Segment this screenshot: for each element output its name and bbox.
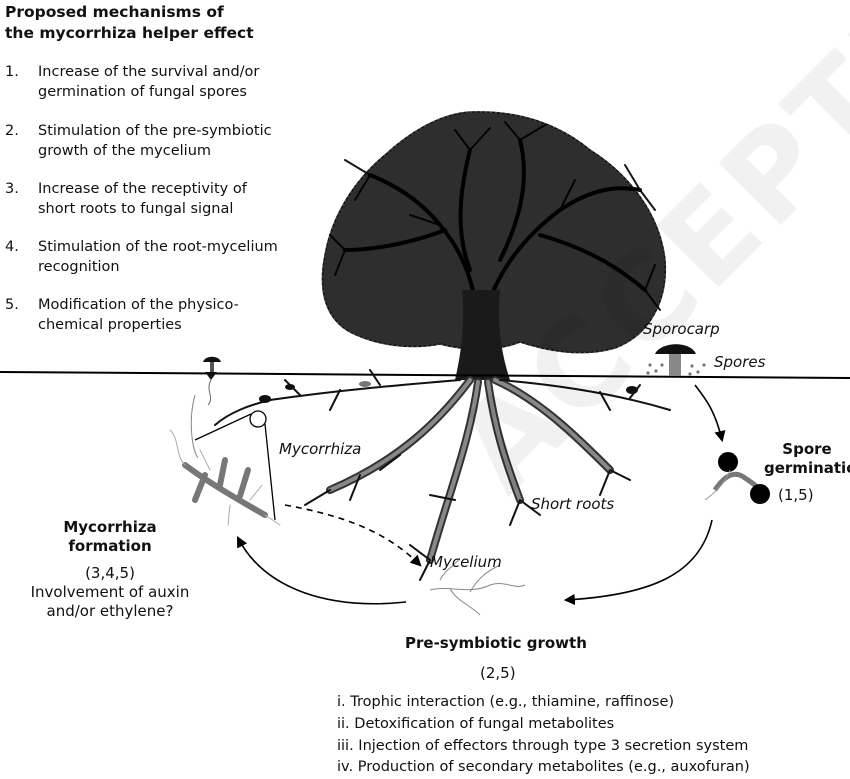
sporocarp-label: Sporocarp: [643, 320, 720, 338]
mechanism-number: 3.: [5, 181, 19, 197]
diagram-title: Proposed mechanisms of the mycorrhiza he…: [5, 2, 254, 44]
small-mushroom-illustration: [190, 356, 221, 459]
stage-title-line-2: germination: [764, 459, 850, 477]
mycorrhiza-zoom-lines: [194, 410, 276, 521]
spore-germination-stage: Spore germination: [764, 440, 850, 478]
mycorrhiza-label: Mycorrhiza: [279, 440, 362, 458]
mycorrhiza-formation-stage: Mycorrhiza formation (3,4,5) Involvement…: [30, 518, 190, 621]
mechanism-number: 5.: [5, 297, 19, 313]
arrow-spores-to-germination: [694, 384, 726, 443]
arrow-presymbiotic-to-mycorrhiza: [236, 536, 407, 605]
mechanism-number: 1.: [5, 64, 19, 80]
mycorrhiza-detail-illustration: [169, 429, 281, 526]
stage-note-line-2: and/or ethylene?: [46, 602, 174, 620]
title-line-2: the mycorrhiza helper effect: [5, 24, 254, 42]
sporocarp-illustration: [655, 344, 696, 376]
short-roots-label: Short roots: [531, 495, 615, 513]
spores-label: Spores: [714, 353, 766, 371]
mechanism-text: Modification of the physico-chemical pro…: [38, 297, 239, 333]
presymbiotic-growth-refs: (2,5): [480, 664, 516, 682]
tree-roots-illustration: [214, 369, 671, 581]
stage-note-line-1: Involvement of auxin: [30, 583, 190, 601]
presymbiotic-item-1: i. Trophic interaction (e.g., thiamine, …: [337, 694, 675, 710]
mechanism-number: 2.: [5, 123, 19, 139]
title-line-1: Proposed mechanisms of: [5, 3, 224, 21]
stage-title-line-1: Spore: [782, 440, 832, 458]
presymbiotic-item-2: ii. Detoxification of fungal metabolites: [337, 716, 615, 732]
stage-title-line-2: formation: [68, 537, 152, 555]
presymbiotic-item-4: iv. Production of secondary metabolites …: [337, 759, 750, 775]
tree-trunk-illustration: [455, 290, 510, 380]
stage-refs: (3,4,5): [85, 564, 135, 582]
presymbiotic-growth-title: Pre-symbiotic growth: [405, 634, 587, 652]
arrow-germination-to-presymbiotic: [563, 519, 713, 606]
presymbiotic-item-3: iii. Injection of effectors through type…: [337, 738, 749, 754]
spores-illustration: [646, 363, 706, 376]
mechanism-number: 4.: [5, 239, 19, 255]
ground-line: [0, 371, 850, 379]
mycelium-label: Mycelium: [430, 553, 502, 571]
stage-title-line-1: Mycorrhiza: [63, 518, 157, 536]
dashed-arrow-mycorrhiza-to-mycelium: [284, 504, 422, 567]
mycelium-illustration: [429, 557, 526, 616]
germinating-spore-illustration: [704, 452, 770, 504]
spore-germination-refs: (1,5): [778, 486, 814, 504]
